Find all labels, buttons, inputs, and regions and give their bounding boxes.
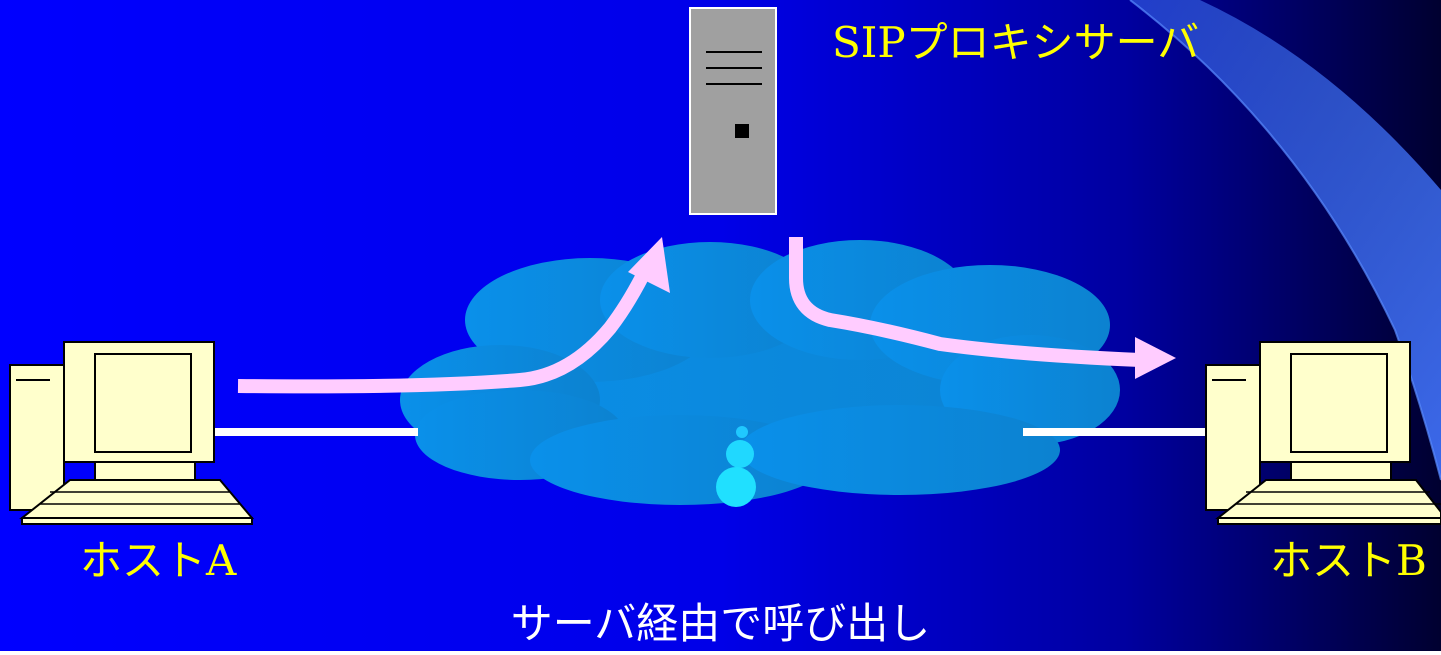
server-label: SIPプロキシサーバ — [832, 18, 1200, 67]
call-route-arrow — [237, 237, 1176, 394]
host-a-computer-icon — [9, 341, 255, 525]
server-icon — [689, 7, 777, 215]
host-b-label: ホストB — [1270, 536, 1427, 585]
light-beam — [1130, 0, 1441, 480]
slide-caption: サーバ経由で呼び出し — [510, 599, 931, 648]
host-b-computer-icon — [1205, 341, 1441, 525]
network-cloud-icon — [400, 240, 1120, 507]
host-a-label: ホストA — [80, 536, 237, 585]
